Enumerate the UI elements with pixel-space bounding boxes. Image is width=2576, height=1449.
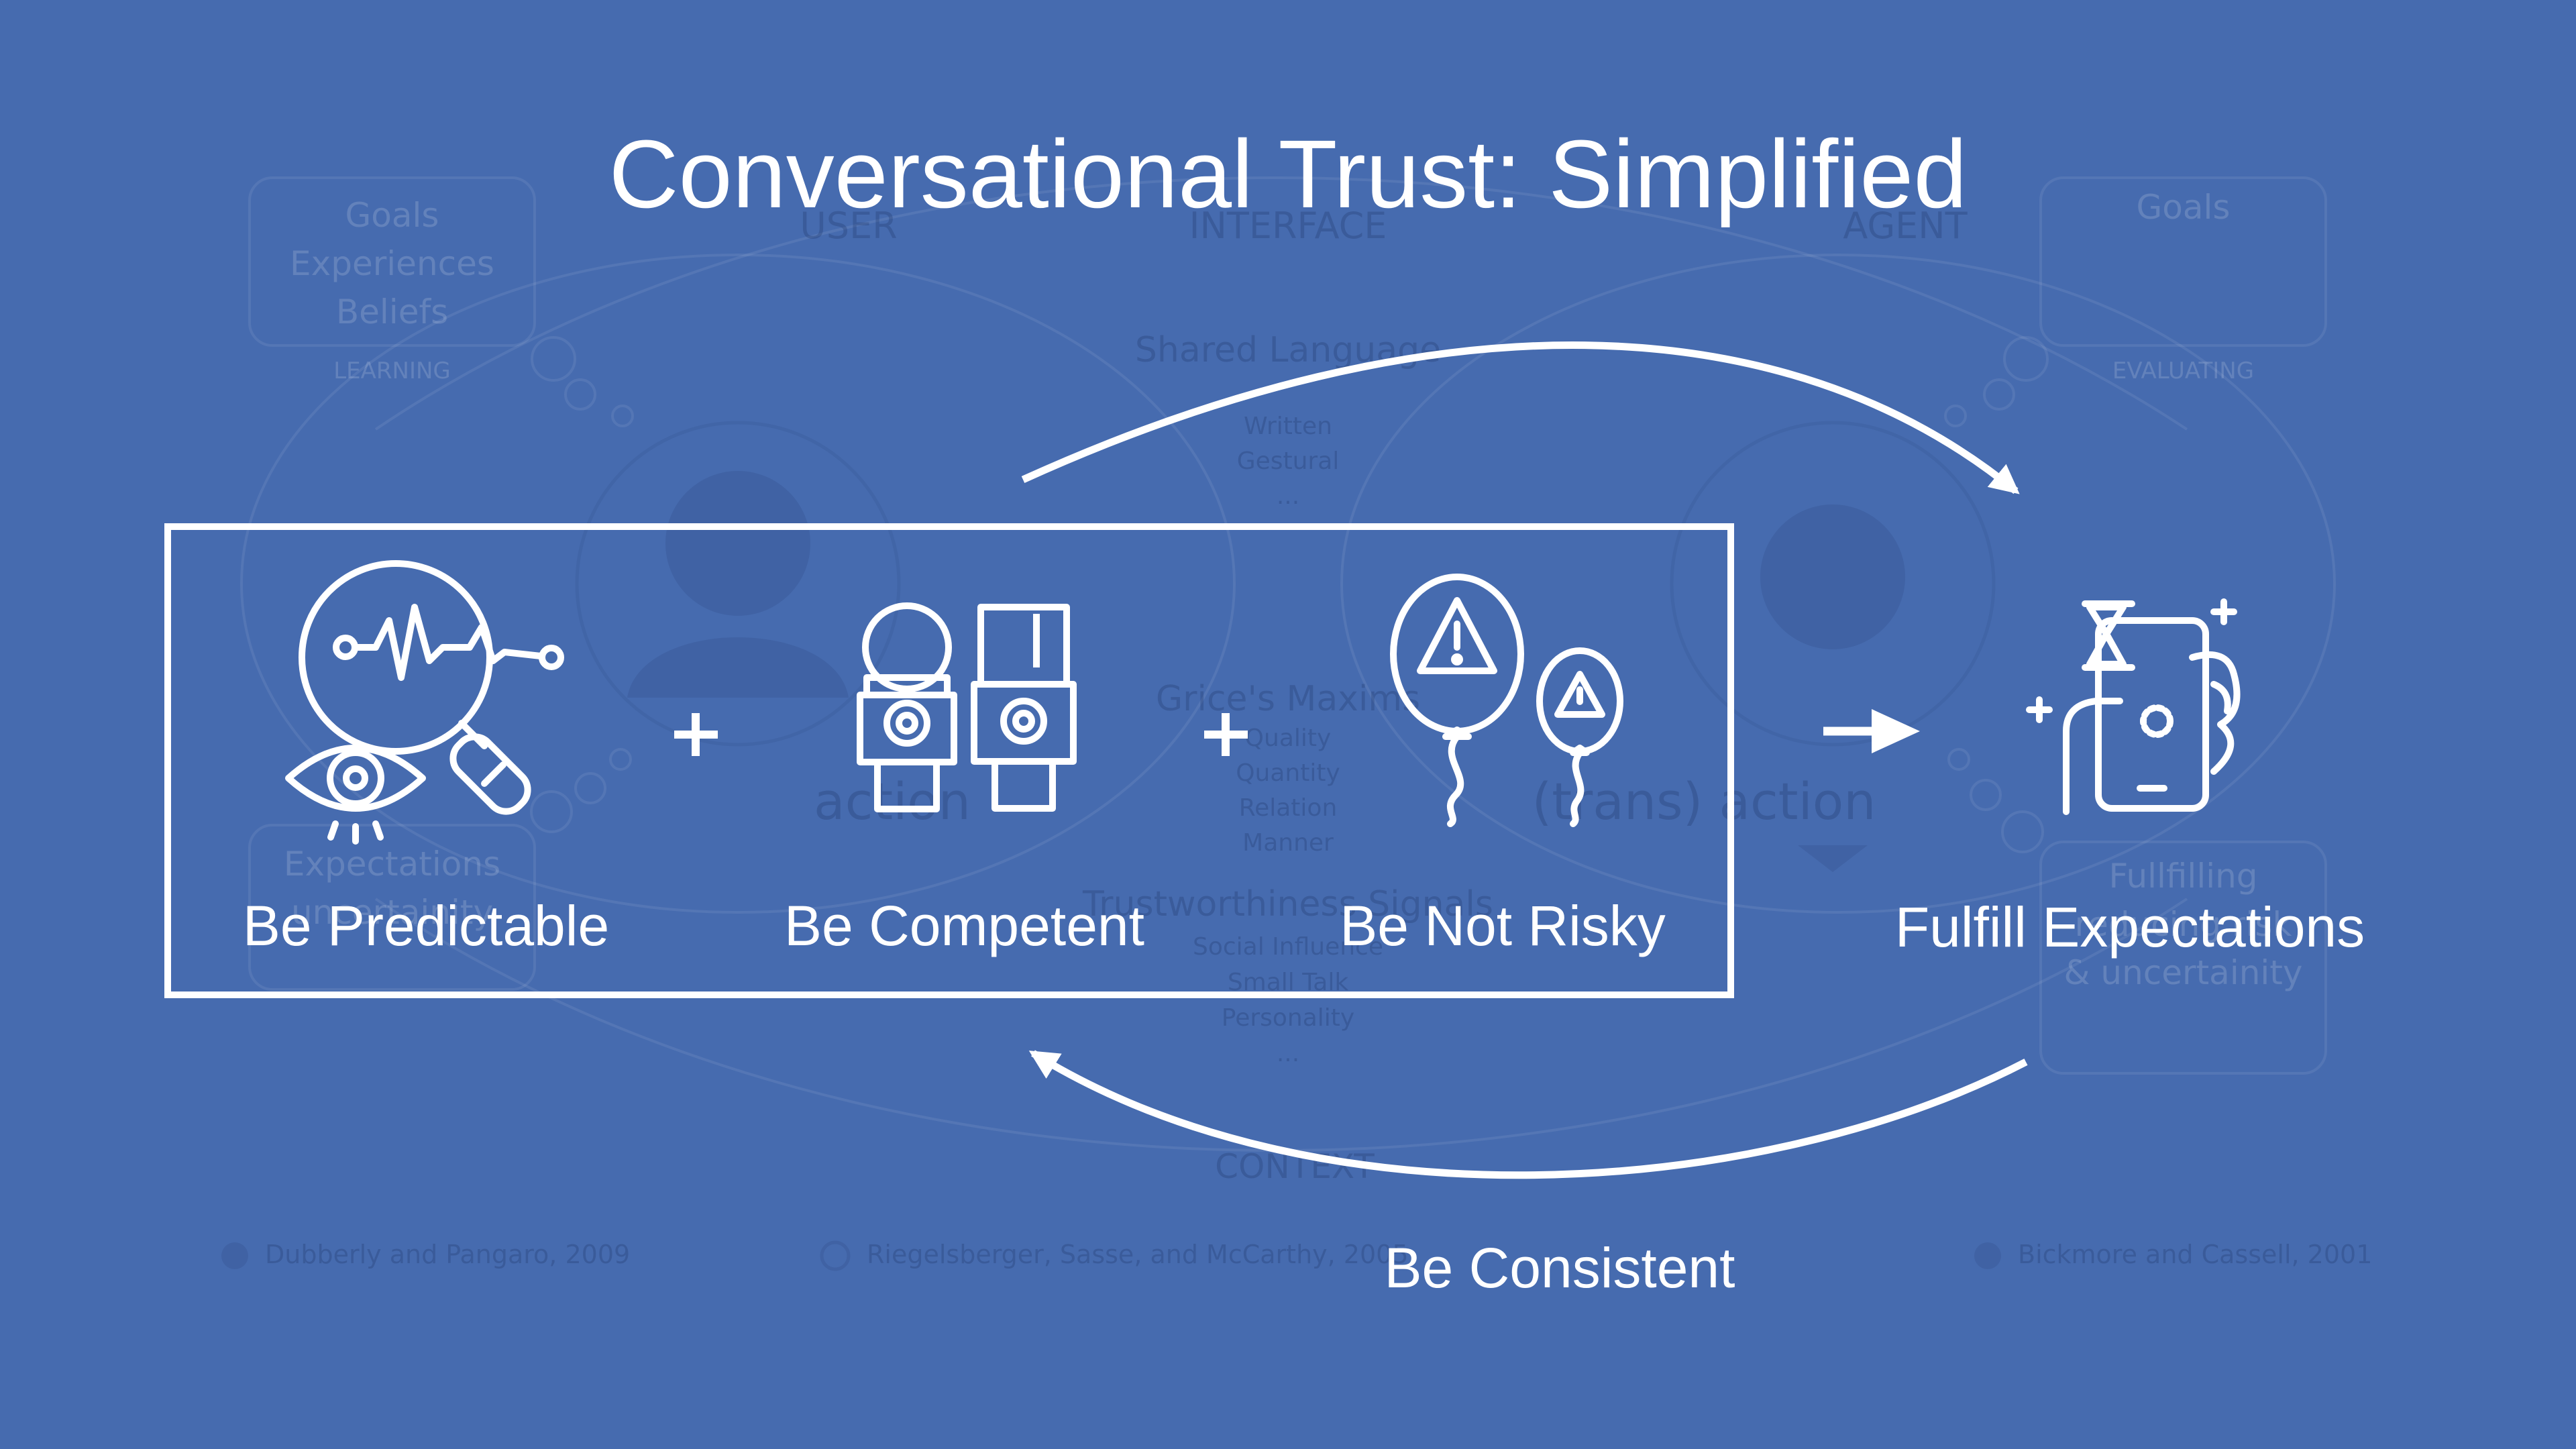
bg-right-bottom-box-text: Fullfilling reducing risk & uncertainity — [2063, 857, 2303, 992]
bg-grice-title: Grice's Maxims — [1155, 679, 1421, 719]
bg-right-goals-box — [2039, 176, 2327, 347]
bg-col-user: USER — [800, 205, 898, 247]
bg-citation-2: Riegelsberger, Sasse, and McCarthy, 2005 — [867, 1240, 1409, 1269]
bg-citation-dot-1 — [221, 1242, 248, 1269]
bg-col-agent: AGENT — [1843, 205, 1968, 247]
bg-right-box-text: Goals — [2136, 188, 2231, 227]
bg-left-box-text: Goals Experiences Beliefs — [290, 196, 494, 331]
bg-left-bottom-box-text: Expectations uncertainity — [283, 845, 501, 932]
trust-frame-box — [164, 523, 1734, 998]
bg-agent-circle — [1670, 421, 1996, 747]
bg-citation-3: Bickmore and Cassell, 2001 — [2018, 1240, 2373, 1269]
bg-right-action: (trans) action — [1532, 771, 1876, 831]
page-title: Conversational Trust: Simplified — [608, 120, 1968, 228]
bg-trust-signals-items: Social Influence Small Talk Personality … — [1192, 933, 1383, 1067]
plus-icon-1 — [674, 713, 718, 756]
bg-grice-items: Quality Quantity Relation Manner — [1236, 724, 1340, 857]
bg-citation-dot-2 — [820, 1240, 851, 1271]
bg-trust-signals-title: Trustworthiness Signals — [1083, 884, 1493, 924]
bg-left-expectations-box — [248, 824, 536, 991]
bg-left-goals-box — [248, 176, 536, 347]
loop-label: Be Consistent — [1384, 1236, 1735, 1299]
chess-pieces-icon — [857, 602, 1077, 812]
warning-balloons-icon — [1390, 574, 1623, 827]
magnifier-pulse-eye-icon — [285, 560, 564, 845]
top-loop-arrow — [1021, 341, 2020, 494]
bg-user-circle — [575, 421, 901, 747]
right-arrow-icon — [1823, 709, 1920, 753]
bg-agent-marker — [1798, 845, 1868, 872]
phone-hourglass-hand-icon — [2026, 598, 2241, 815]
plus-icon-2 — [1204, 713, 1248, 756]
bg-agent-head — [1760, 504, 1905, 649]
bg-citation-dot-3 — [1974, 1242, 2001, 1269]
bg-citation-1: Dubberly and Pangaro, 2009 — [265, 1240, 631, 1269]
stage-label-not-risky: Be Not Risky — [1340, 894, 1666, 957]
bg-left-box-caption: LEARNING — [333, 358, 451, 384]
bg-col-interface: INTERFACE — [1189, 205, 1387, 247]
bg-left-orbit — [240, 254, 1236, 914]
stage-label-predictable: Be Predictable — [242, 894, 610, 957]
stage-label-competent: Be Competent — [784, 894, 1144, 957]
outcome-label: Fulfill Expectations — [1894, 896, 2365, 959]
bg-shared-language-items: Written Gestural ... — [1236, 413, 1340, 510]
bg-left-action: action — [814, 771, 971, 831]
bg-top-link — [374, 176, 2188, 431]
bg-right-orbit — [1340, 254, 2336, 914]
bg-user-head — [665, 471, 810, 616]
bottom-loop-arrow — [1028, 1050, 2028, 1179]
bg-right-box-caption: EVALUATING — [2112, 358, 2255, 384]
bg-user-body — [627, 637, 849, 698]
bg-right-fulfilling-box — [2039, 841, 2327, 1075]
